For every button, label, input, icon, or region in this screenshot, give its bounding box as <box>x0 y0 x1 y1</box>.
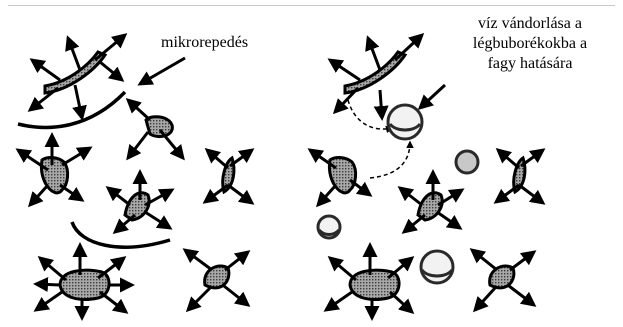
particle-diamond-right <box>400 172 462 232</box>
water-migration-label-line2: légbuborékokba a <box>441 34 619 54</box>
particle-large-bottom-right <box>326 245 412 318</box>
bubble-pointer-arrow <box>420 85 445 108</box>
microcrack-pointer-arrow <box>140 58 185 84</box>
microcrack-label: mikrorepedés <box>161 33 248 53</box>
air-bubble-large-top <box>388 105 422 139</box>
water-migration-label: víz vándorlása a légbuborékokba a fagy h… <box>441 14 619 74</box>
particle-large-bottom-left <box>36 245 132 318</box>
particle-leaf-right <box>205 150 252 203</box>
particle-leaf-far-right <box>496 150 543 203</box>
air-bubble-bottom-center <box>421 251 453 283</box>
air-bubble-left <box>318 216 340 238</box>
air-bubble-small-right <box>456 151 478 173</box>
particle-diamond-center <box>108 172 172 232</box>
particle-cup-right <box>310 150 370 205</box>
particle-bottom-far-right <box>472 250 534 310</box>
right-panel <box>310 35 543 318</box>
particle-small-center <box>128 100 183 158</box>
top-divider <box>8 5 615 6</box>
particle-cup-left <box>18 135 90 205</box>
particle-bottom-center <box>185 250 248 310</box>
left-panel <box>18 35 252 318</box>
water-migration-label-line3: fagy hatására <box>441 54 619 74</box>
water-migration-label-line1: víz vándorlása a <box>441 14 619 34</box>
